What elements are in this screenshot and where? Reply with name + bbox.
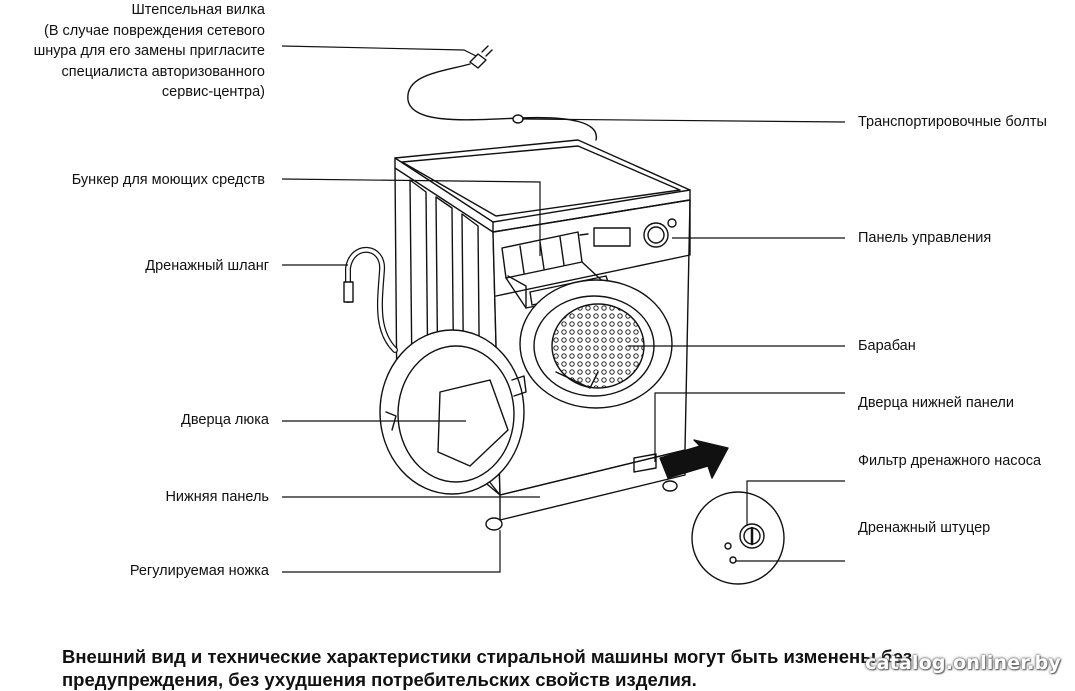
drain-filter-inset — [691, 491, 785, 585]
label-plug-line3: шнура для его замены пригласите — [33, 43, 265, 59]
pump-filter-arrow — [659, 439, 729, 479]
leader-transport-bolts — [521, 118, 846, 123]
label-plug-line5: сервис-центра) — [161, 84, 265, 100]
label-bottom-panel: Нижняя панель — [165, 489, 269, 505]
leader-adjustable-foot — [282, 530, 501, 573]
label-control-panel: Панель управления — [858, 230, 992, 246]
label-drain-nozzle: Дренажный штуцер — [858, 520, 991, 536]
label-adjustable-foot: Регулируемая ножка — [129, 563, 269, 579]
disclaimer-line2: предупреждения, без ухудшения потребител… — [62, 669, 697, 690]
leader-plug — [281, 45, 477, 57]
label-plug-line4: специалиста авторизованного — [61, 63, 265, 80]
door — [379, 329, 527, 495]
label-transport-bolts: Транспортировочные болты — [858, 114, 1047, 130]
drum — [519, 279, 673, 409]
label-plug: Штепсельная вилка (В случае повреждения … — [34, 0, 265, 103]
transport-bolt — [512, 114, 524, 124]
label-door: Дверца люка — [181, 412, 269, 428]
label-drum: Барабан — [858, 338, 916, 354]
label-detergent-drawer: Бункер для моющих средств — [71, 172, 265, 188]
leader-bottom-panel-door — [654, 392, 845, 462]
label-plug-line1: Штепсельная вилка — [131, 2, 265, 18]
label-drain-hose: Дренажный шланг — [145, 258, 269, 274]
leader-detergent-drawer — [281, 178, 541, 256]
power-plug — [407, 45, 597, 141]
leader-pump-filter — [746, 480, 845, 526]
drain-hose — [343, 246, 398, 353]
disclaimer-text: Внешний вид и технические характеристики… — [62, 645, 912, 691]
top-cover — [394, 139, 691, 233]
label-bottom-panel-door: Дверца нижней панели — [858, 395, 1014, 411]
disclaimer-line1: Внешний вид и технические характеристики… — [62, 646, 913, 667]
watermark: catalog.onliner.by — [865, 652, 1061, 674]
label-pump-filter: Фильтр дренажного насоса — [858, 453, 1042, 469]
label-plug-line2: (В случае повреждения сетевого — [43, 22, 265, 39]
